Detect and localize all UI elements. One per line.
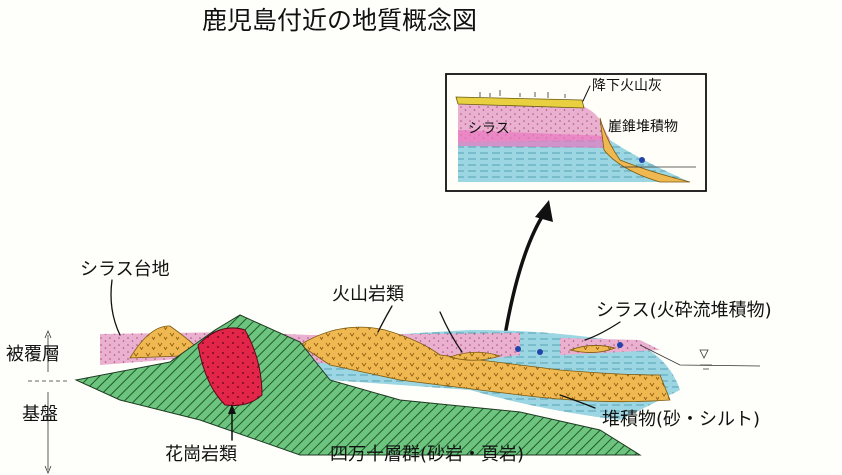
inset-label-ash: 降下火山灰 [592,78,662,94]
water-level-icon [699,349,709,359]
label-sediments: 堆積物(砂・シルト) [602,409,760,430]
cross-section [74,314,761,456]
label-shimanto: 四万十層群(砂岩・頁岩) [330,444,524,465]
label-basement: 基盤 [22,404,58,425]
label-cover-layer: 被覆層 [6,344,60,365]
zoom-arrow-head [535,200,553,222]
inset-label-talus: 崖錐堆積物 [608,119,678,135]
label-shirasu-pyroclastic: シラス(火砕流堆積物) [596,300,772,321]
inset-label-shirasu: シラス [468,121,510,137]
label-shirasu-plateau: シラス台地 [80,259,170,280]
zoom-arrow [503,210,547,337]
diagram-title: 鹿児島付近の地質概念図 [202,6,477,35]
water-mark-icon [639,157,645,163]
inset-panel: 降下火山灰 シラス 崖錐堆積物 [445,73,707,192]
left-scale [28,329,70,475]
label-granite: 花崗岩類 [165,444,237,465]
label-volcanic-rocks: 火山岩類 [332,284,404,305]
